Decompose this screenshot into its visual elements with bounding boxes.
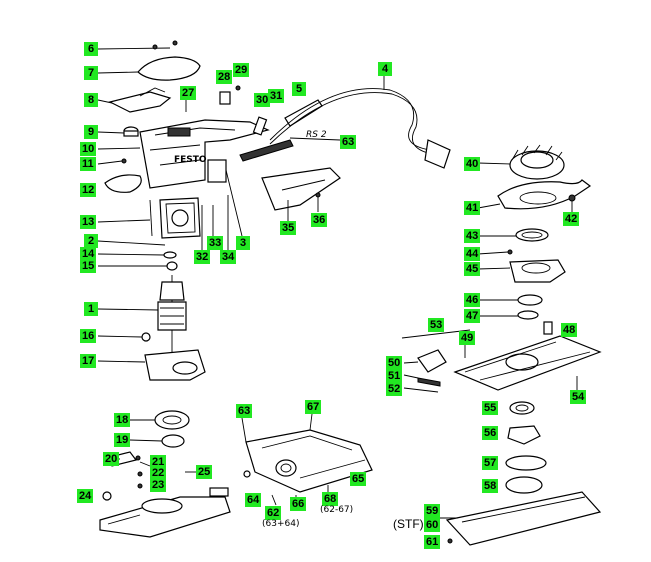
label-53: 53: [428, 318, 445, 332]
label-1: 1: [84, 302, 98, 316]
label-61: 61: [424, 535, 441, 549]
label-3: 3: [236, 236, 250, 250]
switch-drawing: [207, 159, 243, 237]
label-28: 28: [216, 70, 233, 84]
label-17: 17: [80, 354, 97, 368]
brand-text: FESTO: [174, 155, 207, 165]
label-43: 43: [464, 229, 481, 243]
label-21: 21: [150, 455, 167, 469]
part-17-fan-housing-drawing: [97, 349, 206, 381]
part-9-knob-drawing: [97, 126, 139, 137]
label-15: 15: [80, 259, 97, 273]
label-34: 34: [220, 250, 237, 264]
label-59: 59: [424, 504, 441, 518]
label-55: 55: [482, 401, 499, 415]
label-67: 67: [305, 400, 322, 414]
part-60-pad-drawing: [440, 491, 602, 546]
label-65: 65: [350, 472, 367, 486]
label-49: 49: [459, 331, 476, 345]
label-23: 23: [150, 478, 167, 492]
label-64: 64: [245, 493, 262, 507]
label-29: 29: [233, 63, 250, 77]
label-47: 47: [464, 309, 481, 323]
part-12-grip-drawing: [104, 174, 142, 193]
label-12: 12: [80, 183, 97, 197]
label-13: 13: [80, 215, 97, 229]
label-35: 35: [280, 221, 297, 235]
stator-drawing: [159, 197, 201, 239]
label-52: 52: [386, 382, 403, 396]
part-43-ring-drawing: [515, 228, 549, 242]
label-60: 60: [424, 518, 441, 532]
part-41-plate-drawing: [477, 179, 592, 210]
label-14: 14: [80, 247, 97, 261]
label-48: 48: [561, 323, 578, 337]
part-45-bearing-housing-drawing: [477, 259, 566, 283]
label-31: 31: [268, 89, 285, 103]
label-63-bottom: 63: [236, 404, 253, 418]
base-housing-drawing: [99, 487, 231, 538]
part-1-armature-drawing: [97, 275, 187, 355]
label-27: 27: [180, 86, 197, 100]
label-42: 42: [563, 212, 580, 226]
label-57: 57: [482, 456, 499, 470]
label-54: 54: [570, 390, 587, 404]
rs2-note: RS 2: [306, 130, 327, 140]
label-45: 45: [464, 262, 481, 276]
part-10-housing-drawing: [97, 119, 270, 189]
part-6-screws-drawing: [97, 40, 178, 50]
label-18: 18: [114, 413, 131, 427]
label-20: 20: [103, 452, 120, 466]
label-19: 19: [114, 433, 131, 447]
part-7-cover-drawing: [97, 56, 201, 81]
part-49-base-plate-drawing: [453, 335, 602, 391]
label-51: 51: [386, 369, 403, 383]
label-5: 5: [292, 82, 306, 96]
part-40-fan-drawing: [477, 144, 565, 180]
label-32: 32: [194, 250, 211, 264]
label-8: 8: [84, 93, 98, 107]
label-4: 4: [378, 62, 392, 76]
label-10: 10: [80, 142, 97, 156]
label-33: 33: [207, 236, 224, 250]
part-8-bracket-drawing: [97, 87, 172, 113]
part-18-fan-drawing: [130, 410, 190, 430]
label-25: 25: [196, 465, 213, 479]
label-7: 7: [84, 66, 98, 80]
label-62: 62: [265, 506, 282, 520]
label-41: 41: [464, 201, 481, 215]
label-24: 24: [77, 489, 94, 503]
label-40: 40: [464, 157, 481, 171]
label-16: 16: [80, 329, 97, 343]
label-2: 2: [84, 234, 98, 248]
label-58: 58: [482, 479, 499, 493]
label-36: 36: [311, 213, 328, 227]
label-50: 50: [386, 356, 403, 370]
range-note-62: (63+64): [262, 519, 300, 529]
part-35-handle-drawing: [261, 167, 341, 222]
label-63-top: 63: [340, 135, 357, 149]
label-56: 56: [482, 426, 499, 440]
label-30: 30: [254, 93, 271, 107]
label-22: 22: [150, 466, 167, 480]
label-11: 11: [80, 157, 96, 171]
label-68: 68: [322, 492, 339, 506]
label-44: 44: [464, 247, 481, 261]
range-note-68: (62-67): [320, 505, 354, 515]
label-9: 9: [84, 125, 98, 139]
label-6: 6: [84, 42, 98, 56]
part-4-cable-drawing: [269, 72, 451, 169]
stf-note: (STF): [393, 517, 424, 531]
label-46: 46: [464, 293, 481, 307]
part-67-dust-box-drawing: [241, 413, 373, 493]
label-66: 66: [290, 497, 307, 511]
